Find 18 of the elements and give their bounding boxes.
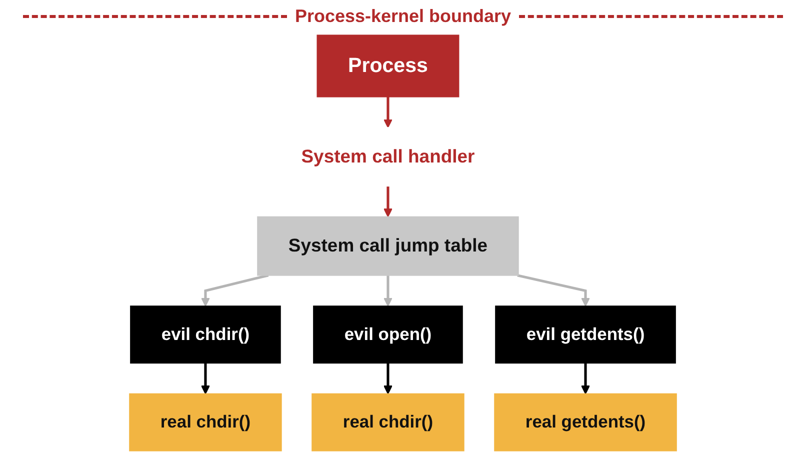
node-box: evil chdir() bbox=[130, 306, 281, 364]
node-box: real chdir() bbox=[312, 393, 464, 452]
node-box: System call jump table bbox=[257, 216, 519, 276]
boundary-label: Process-kernel boundary bbox=[294, 6, 512, 27]
arrow bbox=[383, 275, 392, 307]
node-box: evil getdents() bbox=[495, 306, 676, 364]
node-box: Process bbox=[316, 34, 460, 98]
arrow bbox=[200, 363, 210, 394]
arrow bbox=[517, 274, 590, 307]
node-text: System call handler bbox=[301, 146, 475, 167]
arrow bbox=[383, 186, 392, 218]
arrow bbox=[383, 96, 392, 128]
node-box: evil open() bbox=[313, 306, 463, 364]
arrow bbox=[383, 363, 392, 394]
arrow bbox=[581, 363, 590, 394]
node-box: real chdir() bbox=[129, 393, 282, 452]
node-box: real getdents() bbox=[494, 393, 677, 452]
arrow bbox=[200, 274, 269, 307]
